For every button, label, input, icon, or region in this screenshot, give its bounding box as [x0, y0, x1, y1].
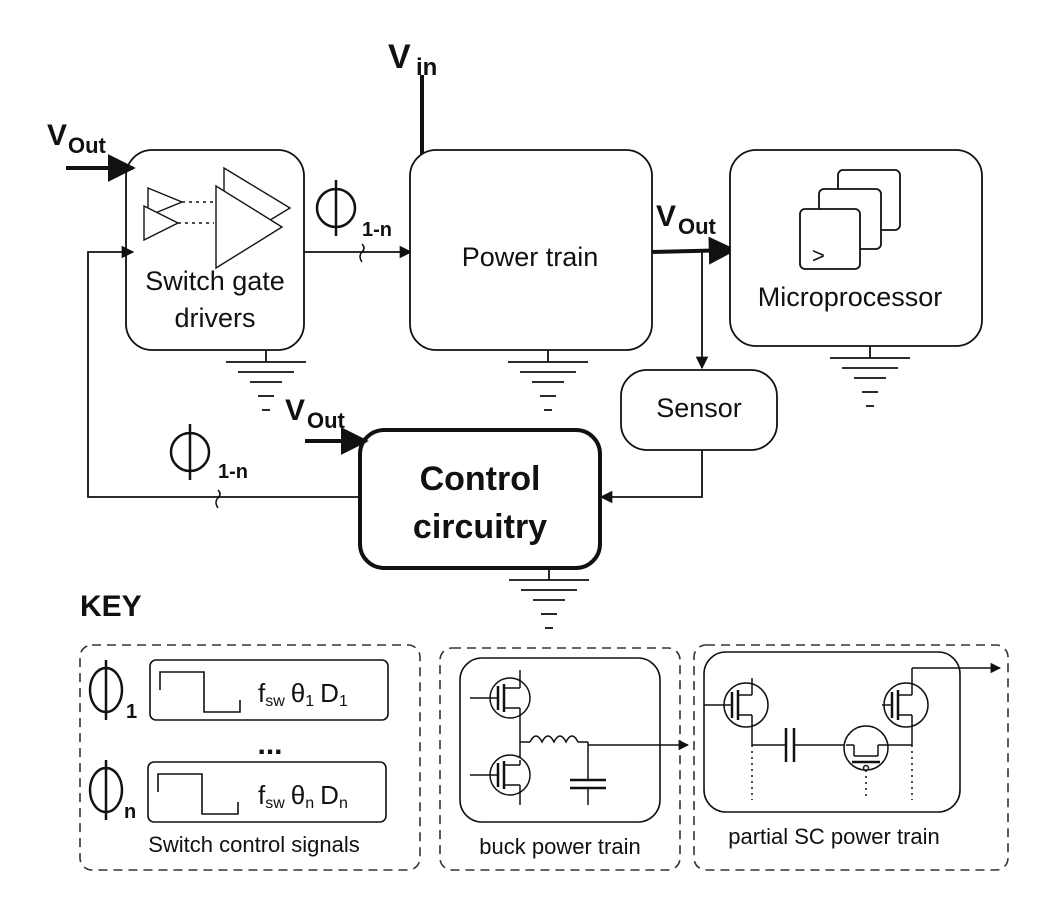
svg-text:Out: Out — [307, 408, 346, 433]
control-label-2: circuitry — [413, 508, 547, 546]
svg-text:V: V — [285, 394, 305, 427]
buffer-icon — [143, 166, 292, 270]
control-circuitry-block: Control circuitry — [358, 428, 602, 570]
vout-wire-micro — [651, 236, 737, 265]
phi-1-symbol: 1 — [88, 660, 137, 723]
svg-text:1: 1 — [126, 701, 137, 723]
bus-tick-top — [359, 243, 365, 263]
gate-drivers-block: Switch gate drivers — [125, 149, 305, 351]
microprocessor-label: Microprocessor — [758, 282, 943, 312]
bus-tick-bottom — [215, 489, 221, 509]
phi-n-symbol: n — [88, 760, 136, 823]
ground-icon — [830, 346, 910, 407]
power-train-block: Power train — [409, 149, 653, 351]
ground-icon — [508, 350, 588, 411]
square-wave-1 — [159, 671, 241, 713]
sc-caption: partial SC power train — [728, 824, 940, 849]
sensor-block: Sensor — [620, 369, 778, 451]
sensor-label: Sensor — [656, 393, 742, 423]
square-wave-n — [157, 773, 239, 815]
feedback-bus — [87, 245, 360, 498]
svg-text:in: in — [416, 54, 437, 81]
ellipsis: ... — [257, 728, 282, 761]
svg-text:V: V — [656, 200, 676, 233]
svg-text:V: V — [47, 119, 67, 152]
processor-windows-icon — [799, 169, 901, 270]
buck-circuit-icon — [470, 670, 690, 805]
vout-label-mid: V Out — [656, 200, 717, 239]
ground-icon — [226, 350, 306, 411]
vout-label-control: V Out — [285, 394, 346, 433]
switch-control-caption: Switch control signals — [148, 832, 360, 857]
svg-text:1-n: 1-n — [362, 219, 392, 241]
microprocessor-block: > Microprocessor — [729, 149, 983, 347]
key-title: KEY — [80, 590, 142, 623]
phi-symbol-top: 1-n — [315, 180, 392, 241]
svg-text:n: n — [124, 801, 136, 823]
buck-power-train-panel: buck power train — [439, 647, 690, 871]
ground-icon — [509, 568, 589, 629]
sensor-to-control-wire — [599, 450, 703, 504]
svg-text:V: V — [388, 38, 411, 76]
svg-text:Out: Out — [678, 214, 717, 239]
gate-drivers-label-2: drivers — [174, 303, 255, 333]
svg-text:1-n: 1-n — [218, 461, 248, 483]
vin-label: V in — [388, 38, 437, 81]
gate-drivers-label-1: Switch gate — [145, 266, 285, 296]
vout-label-gate: V Out — [47, 119, 107, 158]
phi-symbol-bottom: 1-n — [169, 424, 248, 483]
svg-text:Out: Out — [68, 133, 107, 158]
sc-circuit-icon — [704, 662, 1002, 800]
power-train-label: Power train — [462, 242, 599, 272]
control-label-1: Control — [420, 460, 541, 498]
partial-sc-power-train-panel: partial SC power train — [693, 644, 1009, 871]
buck-caption: buck power train — [479, 834, 640, 859]
prompt-glyph: > — [812, 243, 825, 268]
